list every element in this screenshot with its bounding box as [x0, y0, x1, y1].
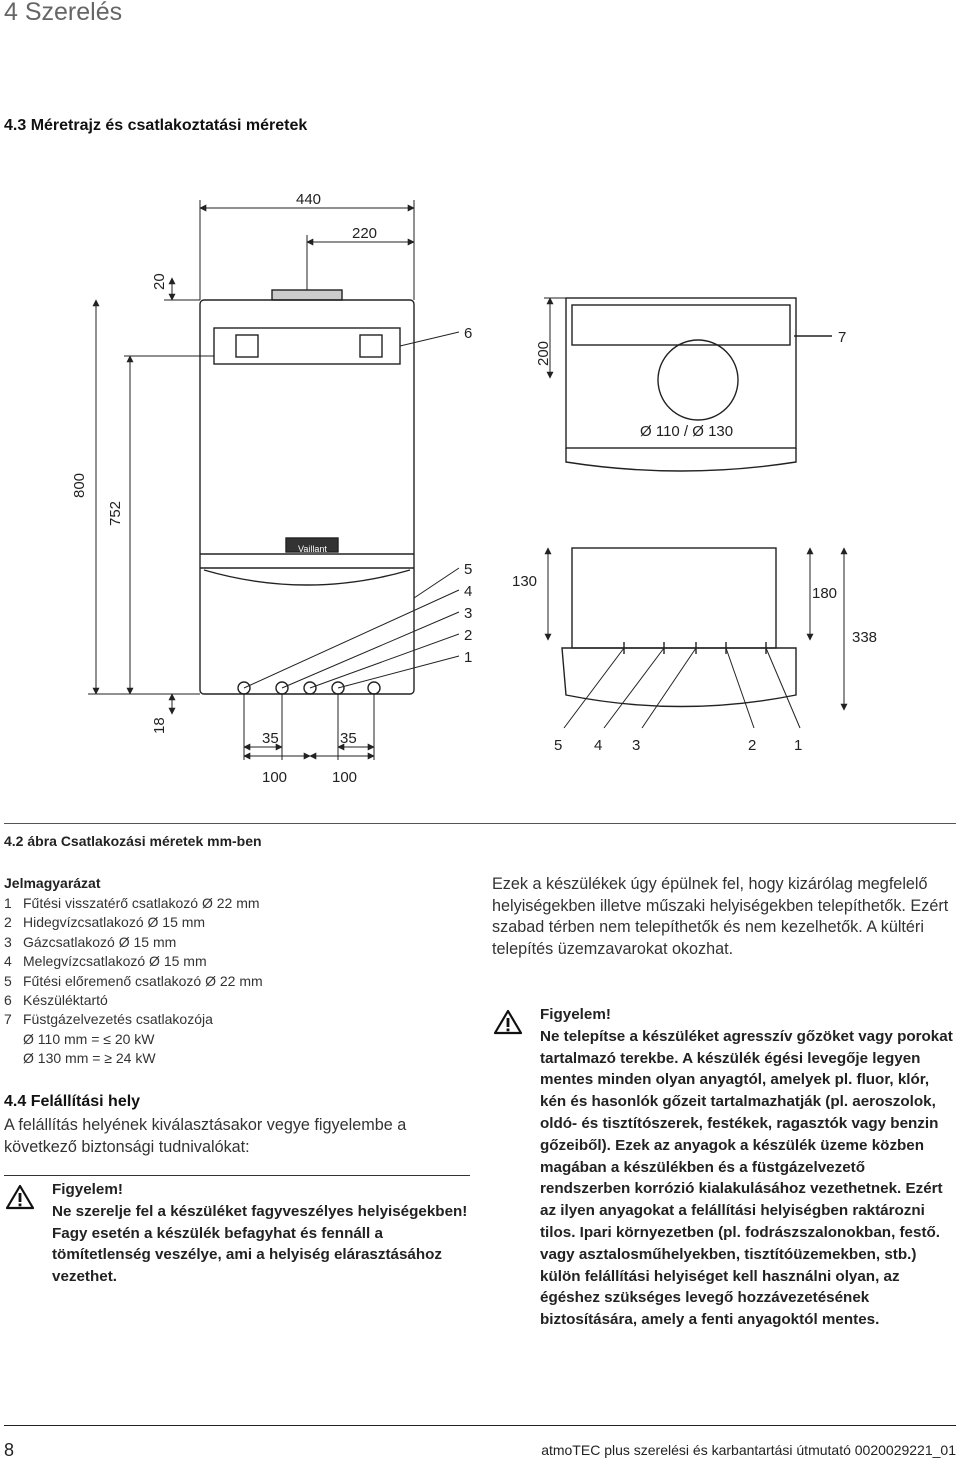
figure-caption: 4.2 ábra Csatlakozási méretek mm-ben [4, 833, 262, 849]
warning-text: Ne telepítse a készüléket agresszív gőzö… [540, 1027, 953, 1329]
warning-icon [494, 1009, 522, 1035]
legend-text: Füstgázelvezetés csatlakozója [23, 1011, 213, 1028]
legend-text: Fűtési visszatérő csatlakozó Ø 22 mm [23, 895, 260, 911]
section-title: 4.3 Méretrajz és csatlakoztatási méretek [4, 117, 308, 134]
conn-1 [367, 681, 381, 695]
dim-200: 200 [535, 341, 552, 366]
legend-num: 6 [4, 992, 12, 1009]
warning-text: Ne szerelje fel a készüléket fagyveszély… [52, 1202, 468, 1286]
legend-item: 2 Hidegvízcsatlakozó Ø 15 mm [4, 913, 263, 932]
bottom-callout-3: 3 [632, 737, 640, 754]
bottom-callout-5: 5 [554, 737, 562, 754]
section-4-4-title: 4.4 Felállítási hely [4, 1093, 141, 1110]
dim-130: 130 [512, 573, 537, 590]
legend-num: 4 [4, 953, 12, 970]
right-paragraph: Ezek a készülékek úgy épülnek fel, hogy … [492, 875, 949, 958]
dim-180: 180 [812, 585, 837, 602]
casing-front [199, 299, 415, 695]
legend-item: 1 Fűtési visszatérő csatlakozó Ø 22 mm [4, 894, 263, 913]
dim-440: 440 [296, 191, 321, 208]
callout-3: 3 [464, 605, 472, 622]
dim-220: 220 [352, 225, 377, 242]
legend-item: 3 Gázcsatlakozó Ø 15 mm [4, 933, 263, 952]
brand-label: Vaillant [298, 544, 327, 554]
legend-num: 5 [4, 972, 12, 989]
legend-text: Hidegvízcsatlakozó Ø 15 mm [23, 914, 206, 931]
legend-item: 5 Fűtési előremenő csatlakozó Ø 22 mm [4, 972, 263, 991]
chapter-title: 4 Szerelés [4, 0, 123, 26]
callout-7: 7 [838, 329, 846, 346]
callout-2: 2 [464, 627, 472, 644]
legend-text: Készüléktartó [23, 992, 108, 1009]
legend-item: 6 Készüléktartó [4, 991, 263, 1010]
legend-item: 4 Melegvízcsatlakozó Ø 15 mm [4, 952, 263, 971]
conn-3 [303, 681, 317, 695]
legend-sub-130: Ø 130 mm = ≥ 24 kW [23, 1050, 156, 1067]
bracket-left [235, 334, 259, 358]
warning-frost: Figyelem! Ne szerelje fel a készüléket f… [52, 1179, 472, 1288]
bracket-right [359, 334, 383, 358]
brand-plate [285, 537, 339, 553]
legend-text: Fűtési előremenő csatlakozó Ø 22 mm [23, 972, 263, 989]
top-body [565, 297, 797, 449]
footer-divider [4, 1425, 956, 1426]
bottom-callout-1: 1 [794, 737, 802, 754]
dim-100-right: 100 [332, 769, 357, 786]
legend-num: 1 [4, 895, 12, 911]
legend-text: Gázcsatlakozó Ø 15 mm [23, 933, 177, 950]
side-body [571, 547, 777, 649]
dim-100-left: 100 [262, 769, 287, 786]
legend-item: 7 Füstgázelvezetés csatlakozója [4, 1010, 263, 1029]
legend-num: 2 [4, 914, 12, 931]
section-4-4-intro: A felállítás helyének kiválasztásakor ve… [4, 1116, 407, 1156]
bottom-callout-2: 2 [748, 737, 756, 754]
legend-text: Melegvízcsatlakozó Ø 15 mm [23, 953, 207, 970]
flue-ring [657, 339, 739, 421]
dim-flue-diameter: Ø 110 / Ø 130 [640, 423, 733, 440]
dim-35-left: 35 [262, 730, 279, 747]
dim-800: 800 [71, 473, 88, 498]
dim-18: 18 [151, 717, 168, 734]
legend-title: Jelmagyarázat [4, 875, 101, 891]
divider [4, 1175, 470, 1176]
callout-4: 4 [464, 583, 472, 600]
front-view [199, 289, 415, 695]
warning-label: Figyelem! [52, 1181, 123, 1198]
bracket-rail [213, 327, 401, 365]
dim-752: 752 [107, 501, 124, 526]
legend-num: 3 [4, 933, 12, 950]
legend-sub-110: Ø 110 mm = ≤ 20 kW [23, 1030, 155, 1047]
front-curve [203, 569, 411, 586]
warning-label: Figyelem! [540, 1006, 611, 1023]
callout-5: 5 [464, 561, 472, 578]
dimension-drawing: Vaillant [4, 150, 956, 824]
warning-icon [6, 1184, 34, 1210]
callout-1: 1 [464, 649, 472, 666]
top-view [565, 297, 832, 472]
dim-35-right: 35 [340, 730, 357, 747]
footer-document-title: atmoTEC plus szerelési és karbantartási … [541, 1442, 956, 1458]
callout-6: 6 [464, 325, 472, 342]
dimension-svg: Vaillant [71, 191, 877, 786]
warning-aggressive-vapours: Figyelem! Ne telepítse a készüléket agre… [540, 1004, 958, 1331]
page-number: 8 [4, 1440, 15, 1460]
dim-338: 338 [852, 629, 877, 646]
legend-num: 7 [4, 1011, 12, 1028]
bottom-callout-4: 4 [594, 737, 602, 754]
bottom-view [561, 547, 797, 708]
top-mount [271, 289, 343, 301]
dim-20: 20 [151, 273, 168, 290]
